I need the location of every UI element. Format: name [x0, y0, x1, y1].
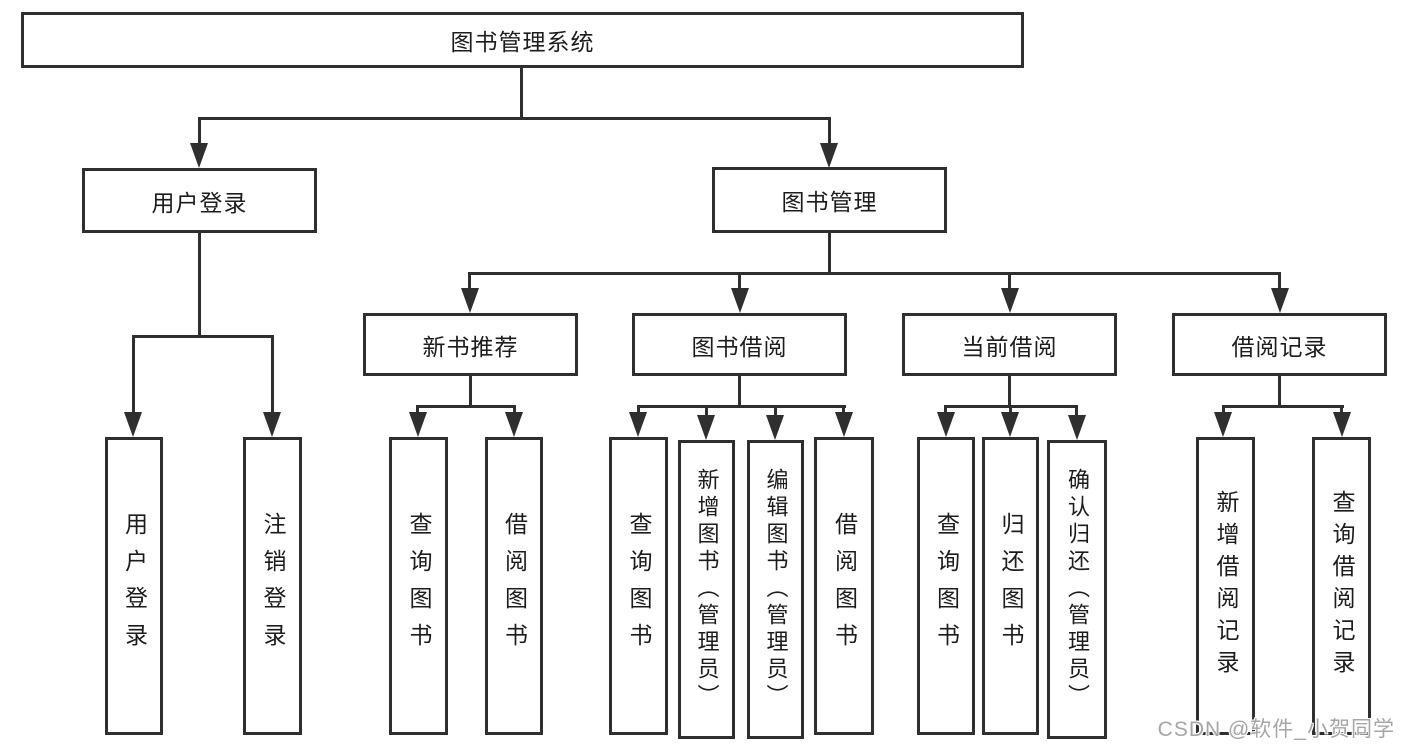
- node-label: 查询图书: [933, 512, 960, 660]
- connector-line: [738, 376, 741, 405]
- connector-line: [705, 405, 708, 415]
- node-label: 用户登录: [151, 189, 248, 216]
- connector-line: [1222, 405, 1344, 408]
- node-query-books: 查询图书: [389, 437, 448, 735]
- arrow-down-icon: [937, 412, 955, 437]
- node-label: 借阅记录: [1231, 333, 1328, 360]
- connector-line: [1222, 405, 1225, 412]
- connector-line: [637, 405, 640, 412]
- node-label: 图书管理系统: [450, 29, 595, 55]
- arrow-down-icon: [731, 288, 749, 313]
- node-label: 归还图书: [998, 512, 1024, 660]
- connector-line: [520, 68, 523, 117]
- arrow-down-icon: [505, 412, 523, 437]
- node-label: 查询图书: [626, 512, 652, 660]
- node-label: 当前借阅: [961, 333, 1058, 360]
- node-current-borrowing: 当前借阅: [902, 313, 1117, 376]
- node-borrow-books: 借阅图书: [814, 437, 874, 735]
- connector-line: [132, 335, 135, 412]
- arrow-down-icon: [1001, 412, 1019, 437]
- connector-line: [416, 405, 516, 408]
- connector-line: [1340, 405, 1343, 412]
- node-label: 注销登录: [260, 512, 286, 660]
- node-borrowing-records: 借阅记录: [1172, 313, 1387, 376]
- node-label: 确认归还（管理员）: [1065, 468, 1090, 711]
- arrow-down-icon: [1068, 415, 1086, 440]
- arrow-down-icon: [820, 143, 838, 168]
- node-book-management-branch: 图书管理: [712, 167, 947, 233]
- connector-line: [468, 272, 471, 288]
- connector-line: [416, 405, 419, 412]
- node-label: 用户登录: [121, 512, 148, 660]
- node-label: 图书借阅: [691, 333, 788, 360]
- connector-line: [1075, 405, 1078, 415]
- node-add-borrow-record: 新增借阅记录: [1196, 437, 1255, 735]
- arrow-down-icon: [1333, 412, 1351, 437]
- node-label: 新增图书（管理员）: [694, 468, 720, 711]
- connector-line: [1009, 405, 1012, 412]
- connector-line: [468, 272, 1281, 275]
- node-library-management-system: 图书管理系统: [21, 12, 1024, 68]
- node-query-books: 查询图书: [917, 437, 975, 735]
- connector-line: [738, 272, 741, 288]
- arrow-down-icon: [766, 415, 784, 440]
- watermark-text: CSDN @软件_小贺同学: [1157, 718, 1395, 741]
- node-logout-login: 注销登录: [243, 437, 302, 735]
- node-return-books: 归还图书: [982, 437, 1039, 735]
- connector-line: [1278, 376, 1281, 405]
- connector-line: [1008, 272, 1011, 288]
- connector-line: [198, 117, 831, 120]
- arrow-down-icon: [409, 412, 427, 437]
- node-user-login: 用户登录: [105, 437, 163, 735]
- node-edit-books-admin: 编辑图书（管理员）: [747, 440, 804, 739]
- node-confirm-return-admin: 确认归还（管理员）: [1047, 440, 1107, 739]
- arrow-down-icon: [124, 412, 142, 437]
- arrow-down-icon: [629, 412, 647, 437]
- node-borrow-books: 借阅图书: [485, 437, 543, 735]
- connector-line: [469, 376, 472, 405]
- node-user-login-branch: 用户登录: [82, 168, 317, 233]
- node-label: 查询图书: [406, 512, 432, 660]
- connector-line: [198, 233, 201, 335]
- node-label: 借阅图书: [831, 512, 858, 660]
- arrow-down-icon: [461, 288, 479, 313]
- arrow-down-icon: [263, 412, 281, 437]
- connector-line: [842, 405, 845, 412]
- connector-line: [637, 405, 846, 408]
- node-book-borrowing: 图书借阅: [632, 313, 847, 376]
- connector-line: [774, 405, 777, 415]
- arrow-down-icon: [1214, 412, 1232, 437]
- node-add-books-admin: 新增图书（管理员）: [678, 440, 735, 739]
- node-label: 新书推荐: [422, 333, 519, 360]
- node-query-borrow-record: 查询借阅记录: [1312, 437, 1371, 735]
- connector-line: [944, 405, 947, 412]
- node-label: 编辑图书（管理员）: [763, 468, 789, 711]
- connector-line: [513, 405, 516, 412]
- arrow-down-icon: [697, 415, 715, 440]
- arrow-down-icon: [1001, 288, 1019, 313]
- node-label: 查询借阅记录: [1329, 490, 1355, 682]
- node-label: 借阅图书: [501, 512, 528, 660]
- node-new-book-recommendation: 新书推荐: [363, 313, 578, 376]
- node-query-books: 查询图书: [609, 437, 668, 735]
- connector-line: [1278, 272, 1281, 288]
- connector-line: [271, 335, 274, 412]
- node-label: 新增借阅记录: [1213, 490, 1239, 682]
- arrow-down-icon: [835, 412, 853, 437]
- connector-line: [198, 117, 201, 143]
- arrow-down-icon: [1271, 288, 1289, 313]
- connector-line: [1008, 376, 1011, 405]
- node-label: 图书管理: [781, 189, 878, 215]
- connector-line: [828, 233, 831, 272]
- connector-line: [828, 117, 831, 143]
- connector-line: [132, 335, 274, 338]
- arrow-down-icon: [190, 143, 208, 168]
